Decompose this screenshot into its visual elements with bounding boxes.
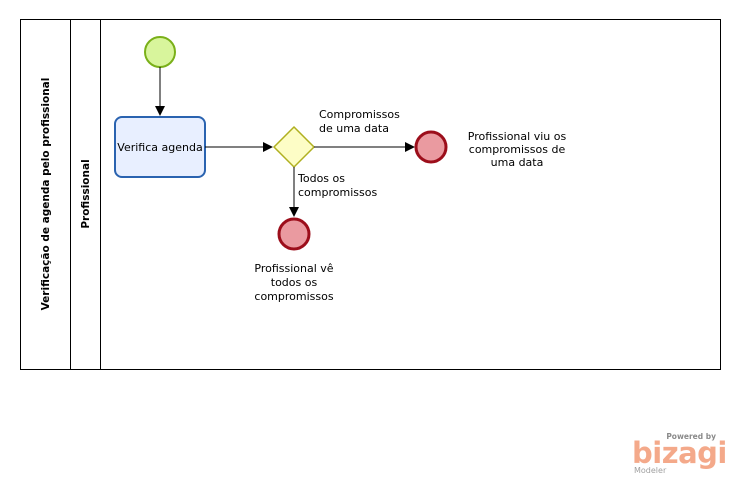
brand-name: bizagi (632, 436, 727, 470)
pool-label: Verificação de agenda pelo profissional (40, 78, 52, 311)
end-all-label-line1: Profissional vê (254, 262, 333, 275)
end-date-label-line3: uma data (491, 156, 544, 169)
bizagi-logo: Powered by bizagi Modeler (632, 432, 727, 475)
end-all-label-line2: todos os (271, 276, 318, 289)
brand-product: Modeler (634, 466, 667, 475)
flow-label-date-line2: de uma data (319, 122, 389, 135)
task-label: Verifica agenda (117, 141, 202, 154)
flow-label-all-line1: Todos os (297, 172, 345, 185)
end-event-all[interactable] (277, 217, 311, 251)
end-event-date[interactable] (414, 130, 448, 164)
end-date-label-line2: compromissos de (469, 143, 566, 156)
start-event[interactable] (144, 36, 176, 68)
pool (20, 19, 721, 370)
flow-label-all-line2: compromissos (298, 186, 377, 199)
lane-label: Profissional (80, 159, 92, 228)
end-date-label-line1: Profissional viu os (468, 130, 567, 143)
flow-label-date-line1: Compromissos (319, 108, 400, 121)
end-all-label-line3: compromissos (254, 290, 333, 303)
powered-by-text: Powered by (666, 432, 716, 441)
